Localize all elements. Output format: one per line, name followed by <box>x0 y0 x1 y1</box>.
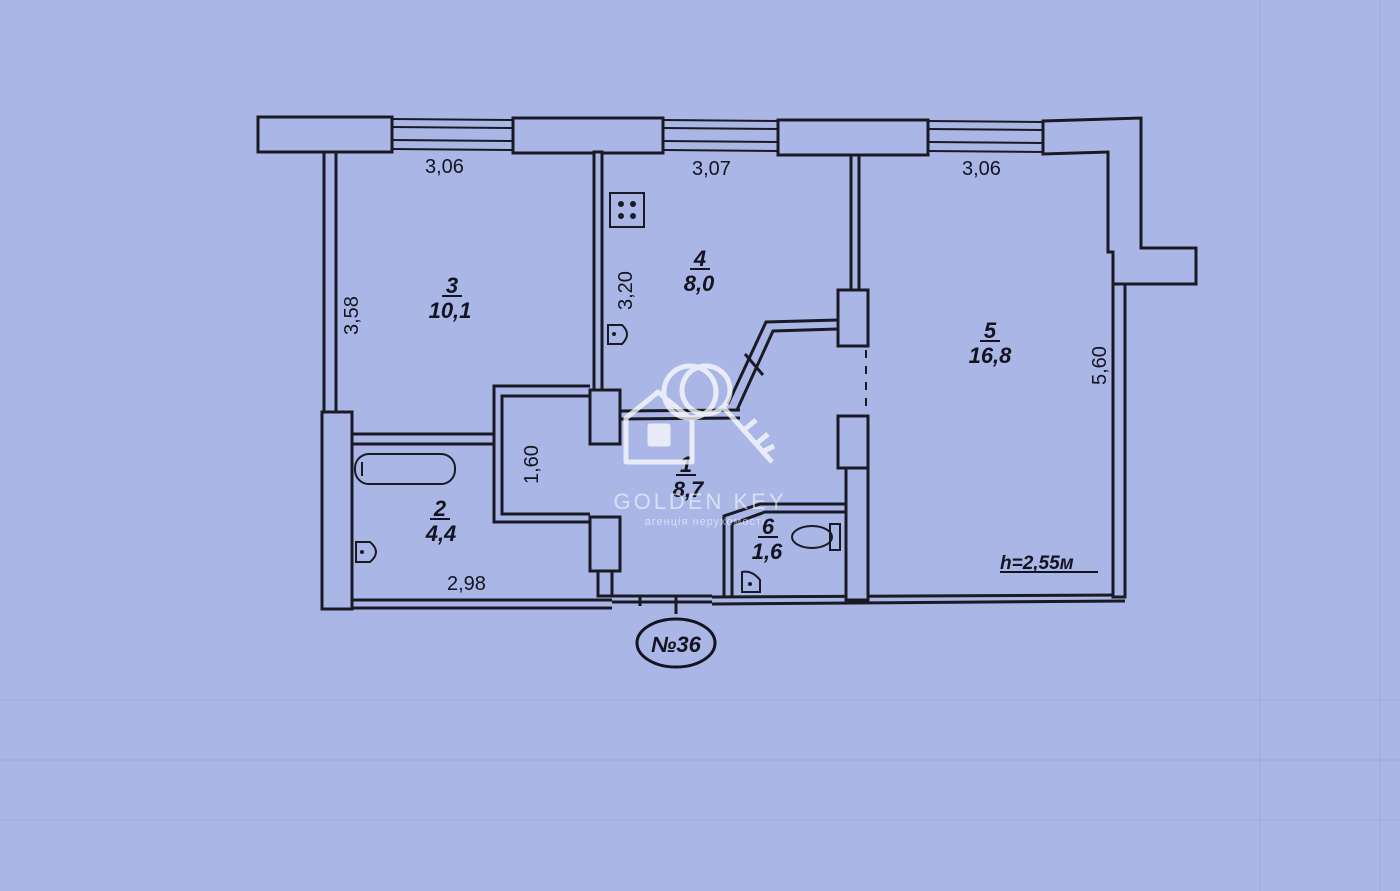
room-2-label: 2 4,4 <box>425 496 457 546</box>
wall-pillar <box>836 288 870 348</box>
dimension-room5-width: 3,06 <box>962 158 1001 180</box>
dimension-room3-depth: 3,58 <box>341 296 363 335</box>
kitchen-sink-icon <box>607 324 628 345</box>
wall-pillar <box>836 414 870 470</box>
room-area: 16,8 <box>969 343 1013 368</box>
interior-walls <box>350 150 870 614</box>
room-6-label: 6 1,6 <box>752 514 783 564</box>
room-number: 5 <box>984 318 997 343</box>
dimension-room2-width: 2,98 <box>447 573 486 595</box>
room-area: 8,0 <box>684 271 715 296</box>
dimension-room5-depth: 5,60 <box>1089 346 1111 385</box>
watermark: GOLDEN KEY агенція нерухомості <box>613 363 786 528</box>
bottom-wall <box>352 593 1126 610</box>
room-area: 4,4 <box>425 521 457 546</box>
wall-segment <box>776 118 930 157</box>
toilet-sink-icon <box>741 570 761 593</box>
wall-pillar <box>588 388 622 446</box>
stove-icon <box>609 192 645 228</box>
wall-segment <box>256 115 394 154</box>
toilet-icon <box>791 523 841 551</box>
dimension-corridor-width: 1,60 <box>521 445 543 484</box>
window <box>662 119 779 152</box>
key-logo-icon <box>623 363 776 465</box>
room-5-label: 5 16,8 <box>969 318 1013 368</box>
room-number: 3 <box>446 273 458 298</box>
room-4-label: 4 8,0 <box>684 246 715 296</box>
wall-pillar <box>588 515 622 573</box>
left-wall-upper <box>322 150 338 414</box>
room-area: 1,6 <box>752 539 783 564</box>
dimension-room3-width: 3,06 <box>425 156 464 178</box>
room-number: 2 <box>433 496 447 521</box>
left-wall-lower <box>320 410 354 611</box>
watermark-brand: GOLDEN KEY <box>613 489 786 514</box>
room-area: 8,7 <box>673 477 705 502</box>
watermark-tagline: агенція нерухомості <box>645 516 766 528</box>
dimension-room4-depth: 3,20 <box>615 271 637 310</box>
wall-segment <box>511 116 665 155</box>
apartment-number-badge: №36 <box>635 617 717 669</box>
top-wall <box>256 115 1198 286</box>
apartment-number: №36 <box>651 632 701 657</box>
wall-segment <box>1041 116 1198 286</box>
window <box>391 118 514 151</box>
room-number: 6 <box>762 514 775 539</box>
right-wall <box>1111 282 1127 599</box>
room-area: 10,1 <box>429 298 472 323</box>
window <box>927 120 1044 153</box>
room-number: 4 <box>693 246 706 271</box>
ceiling-height-label: h=2,55м <box>1000 553 1074 574</box>
bathtub-icon <box>354 453 456 485</box>
dimension-room4-width: 3,07 <box>692 158 731 180</box>
room-3-label: 3 10,1 <box>429 273 472 323</box>
bathroom-sink-icon <box>355 541 377 563</box>
